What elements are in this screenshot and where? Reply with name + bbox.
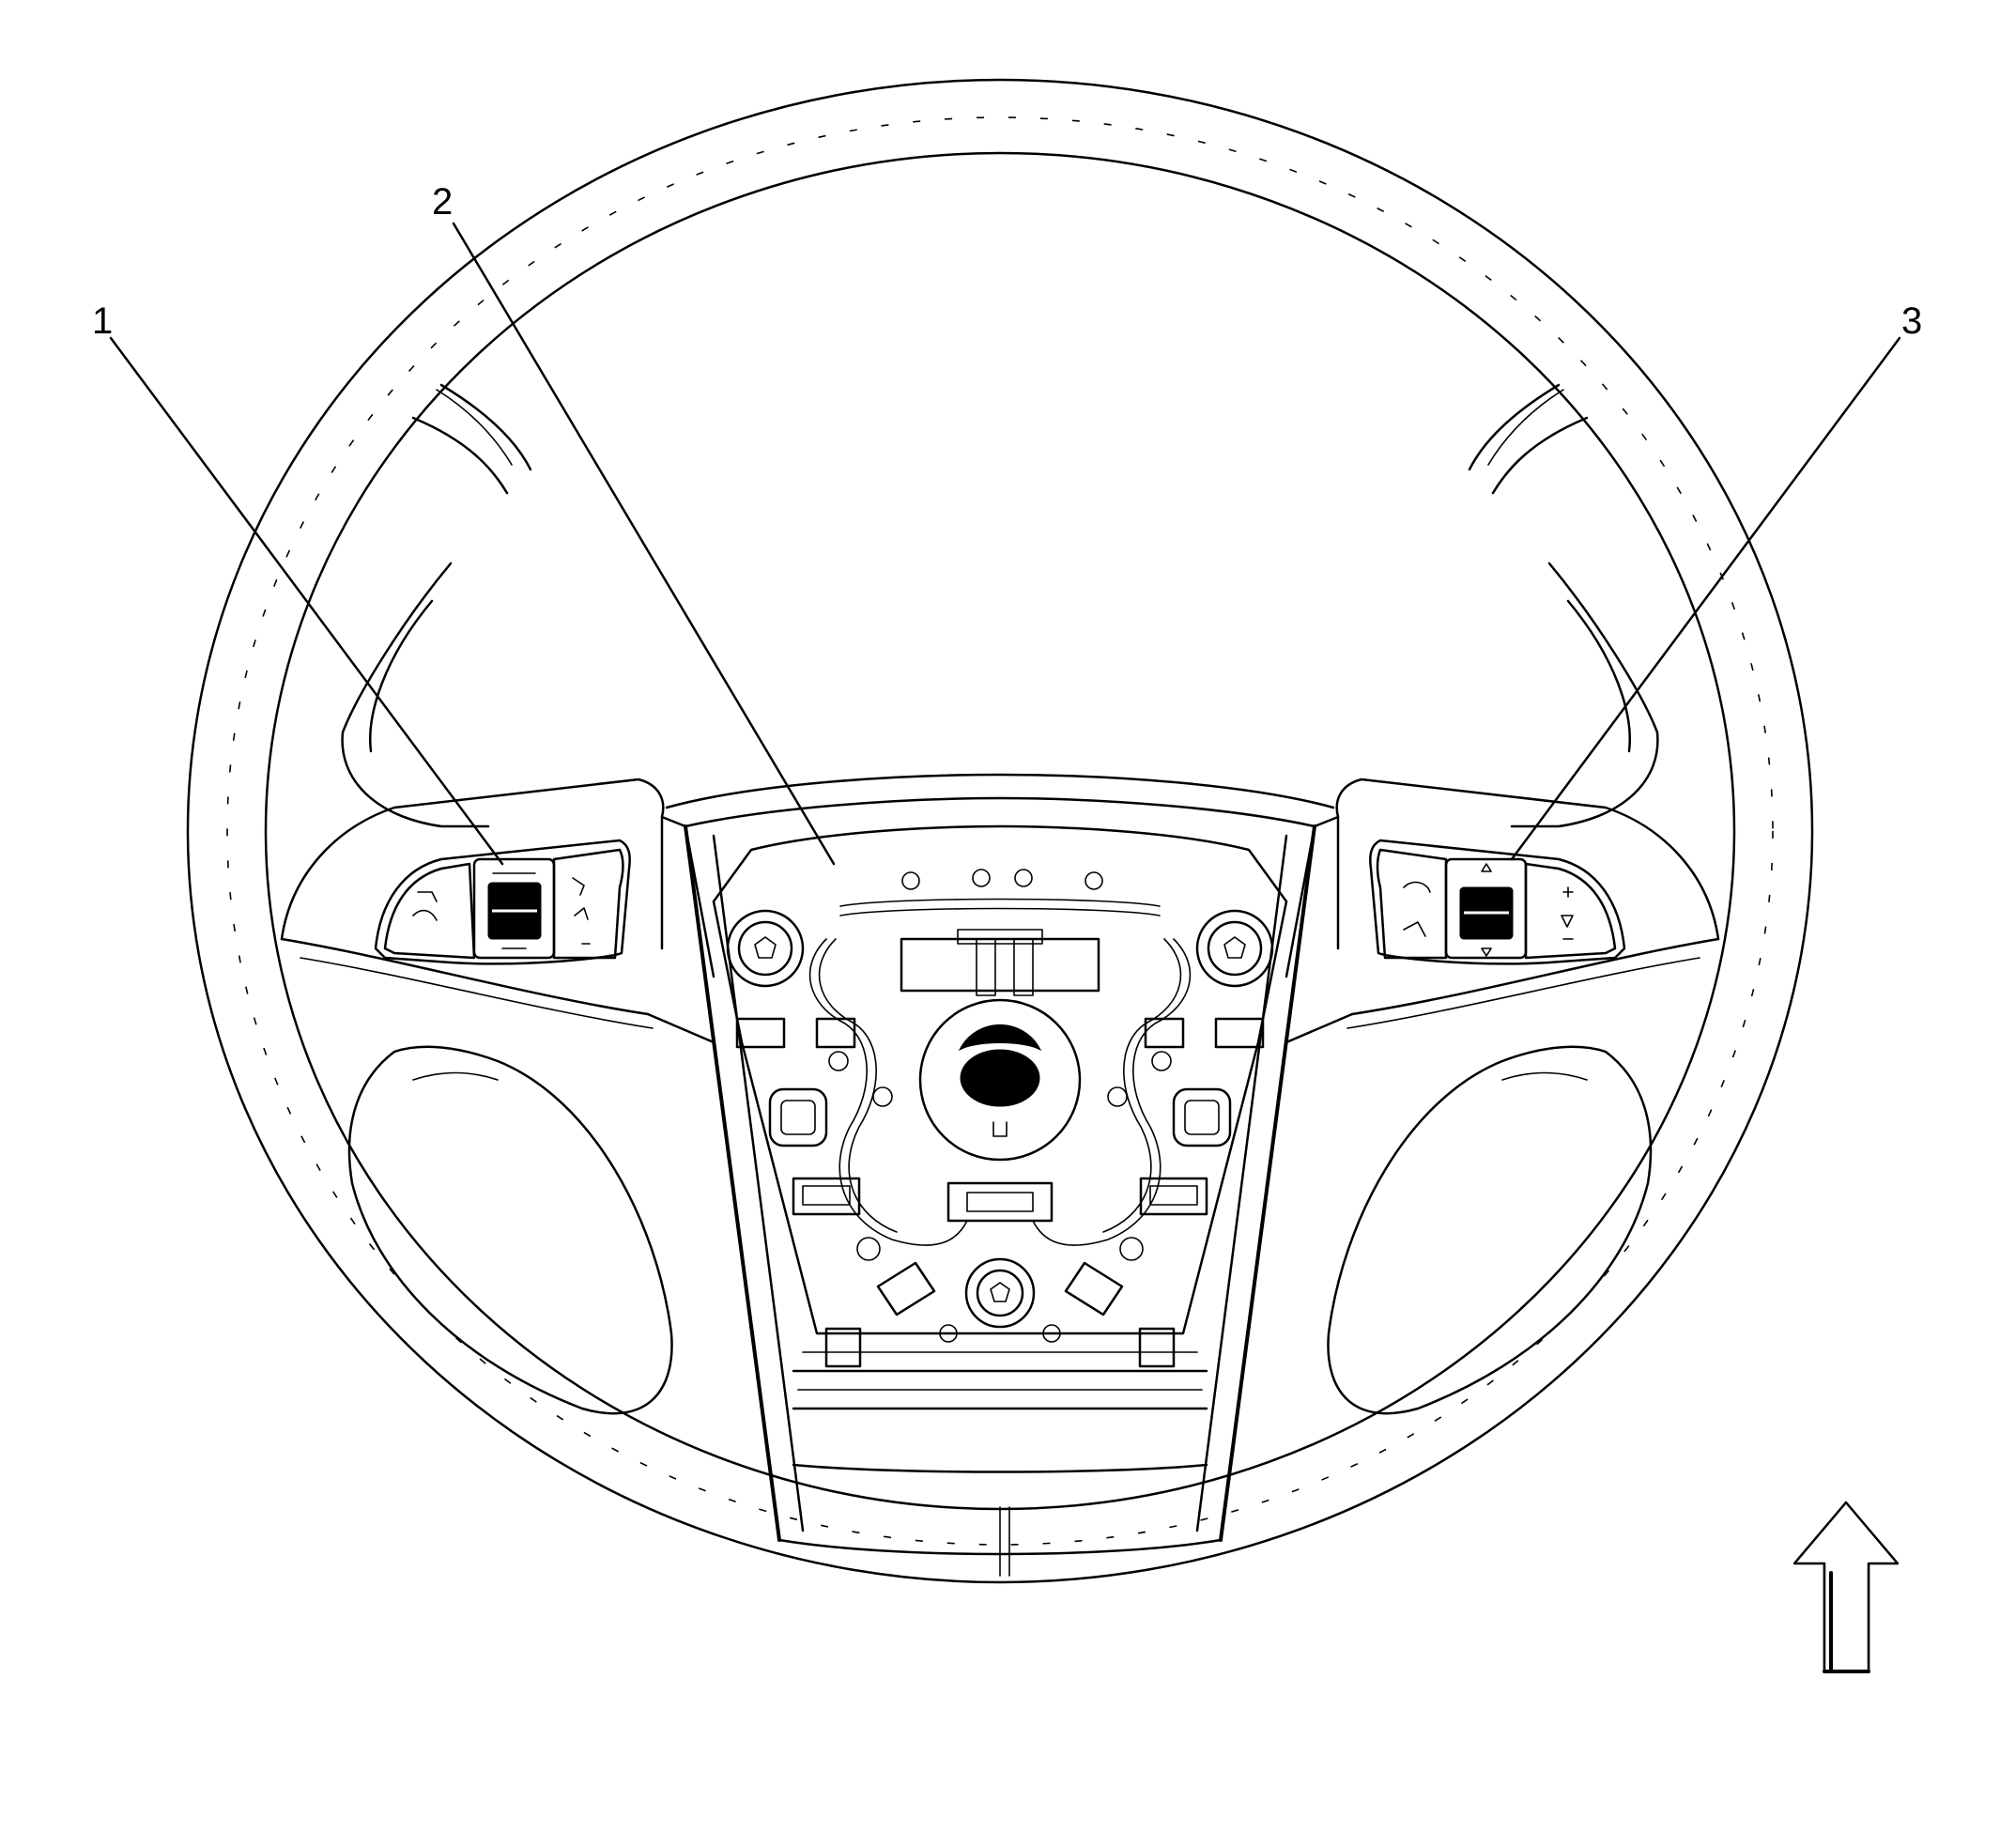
leader-line-1 <box>109 336 504 866</box>
up-arrow-icon <box>1792 1501 1900 1673</box>
rim-grip-left <box>341 383 532 828</box>
callout-labels: 1 2 3 <box>92 181 1922 342</box>
rim-grip-right <box>1468 383 1659 828</box>
callout-leaders <box>109 222 1901 866</box>
callout-1: 1 <box>92 300 113 342</box>
callout-3: 3 <box>1901 300 1922 342</box>
center-hub-bezel <box>665 773 1335 1556</box>
leader-line-2 <box>452 222 836 866</box>
right-control-switch <box>1369 839 1626 965</box>
steering-wheel-rim <box>186 78 1814 1584</box>
airbag-mounting-plate <box>712 824 1288 1368</box>
left-control-switch <box>374 839 631 965</box>
right-spoke <box>1285 778 1720 1415</box>
left-spoke <box>280 778 715 1415</box>
callout-2: 2 <box>432 181 453 223</box>
leader-line-3 <box>1510 336 1901 861</box>
